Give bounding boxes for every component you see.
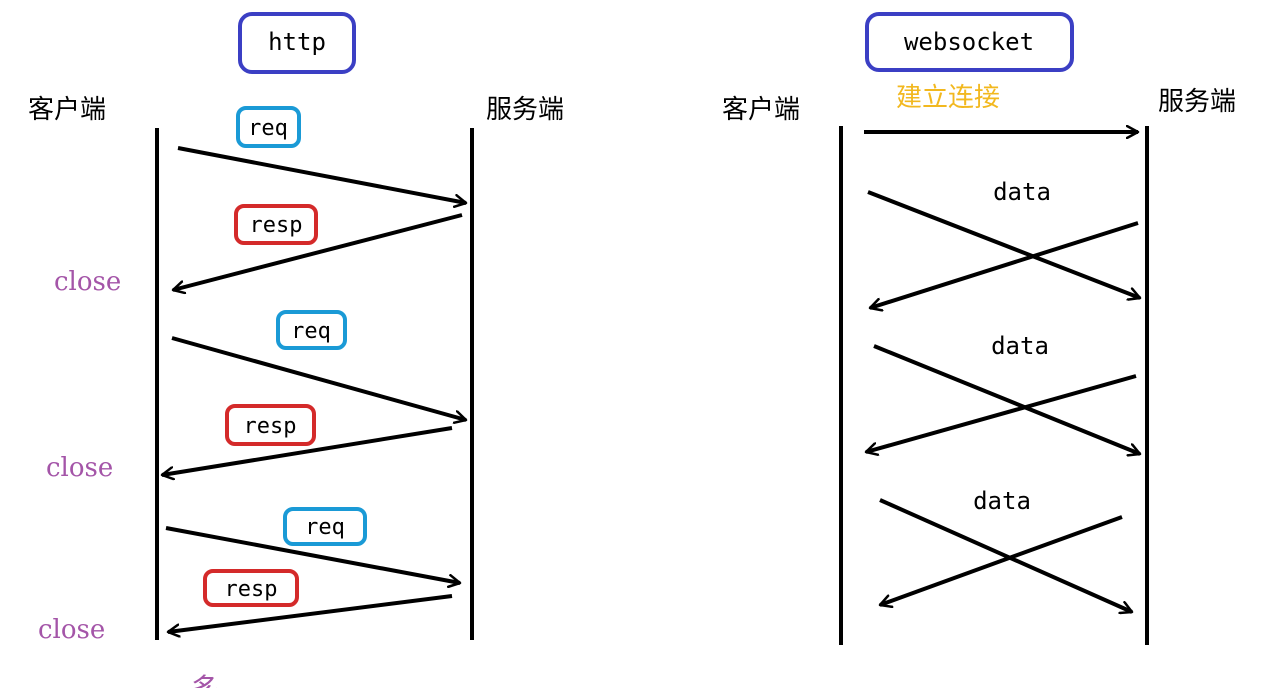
http-response-arrow-1 xyxy=(173,213,463,290)
websocket-server-label: 服务端 xyxy=(1158,87,1236,117)
websocket-data-label-1: data xyxy=(993,178,1051,206)
websocket-data-label-3: data xyxy=(973,487,1031,515)
websocket-data-label-2: data xyxy=(991,332,1049,360)
http-close-label-1: close xyxy=(54,267,121,297)
http-resp-box-3: resp xyxy=(203,569,299,607)
websocket-client-to-server-2 xyxy=(873,344,1140,454)
http-req-label-2: req xyxy=(291,319,331,344)
http-req-box-3: req xyxy=(283,507,367,546)
http-req-box-1: req xyxy=(236,106,301,148)
http-request-arrow-3 xyxy=(165,526,460,583)
http-req-label-3: req xyxy=(305,515,345,540)
http-close-label-3: close xyxy=(38,615,105,645)
http-resp-box-1: resp xyxy=(234,204,318,245)
websocket-server-to-client-1 xyxy=(870,221,1139,308)
websocket-connect-label: 建立连接 xyxy=(896,83,1000,113)
http-resp-label-3: resp xyxy=(225,577,278,602)
http-resp-label-2: resp xyxy=(244,414,297,439)
websocket-title: websocket xyxy=(904,28,1034,56)
http-resp-label-1: resp xyxy=(250,213,303,238)
websocket-client-to-server-3 xyxy=(879,498,1132,612)
http-close-label-2: close xyxy=(46,453,113,483)
websocket-client-to-server-1 xyxy=(867,190,1140,298)
http-req-box-2: req xyxy=(276,310,347,350)
http-request-arrow-1 xyxy=(177,146,466,203)
http-req-label-1: req xyxy=(248,116,288,141)
http-resp-box-2: resp xyxy=(225,404,316,446)
http-response-arrow-3 xyxy=(168,594,453,632)
websocket-server-to-client-3 xyxy=(880,515,1123,605)
websocket-title-box: websocket xyxy=(865,12,1074,72)
http-bottom-note: 多 xyxy=(190,673,220,688)
websocket-client-label: 客户端 xyxy=(722,95,800,125)
http-response-arrow-2 xyxy=(162,426,453,475)
http-title-box: http xyxy=(238,12,356,74)
websocket-server-to-client-2 xyxy=(866,374,1137,452)
http-title: http xyxy=(268,28,326,56)
http-client-label: 客户端 xyxy=(28,95,106,125)
http-request-arrow-2 xyxy=(171,336,466,420)
http-server-label: 服务端 xyxy=(486,95,564,125)
